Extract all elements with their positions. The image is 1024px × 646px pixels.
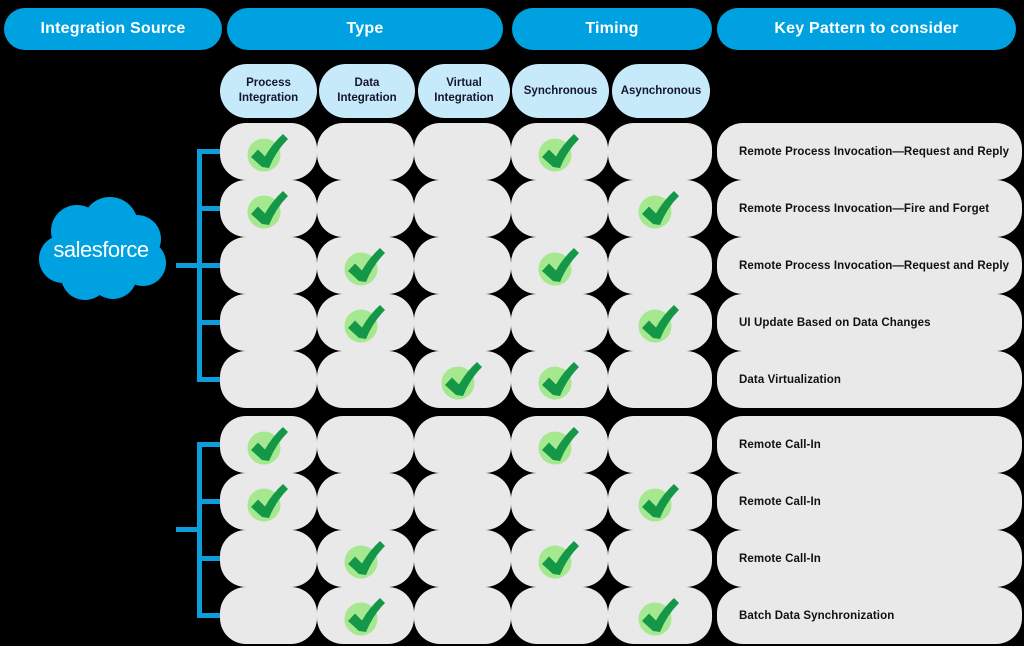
matrix-cell-data-integration	[317, 587, 414, 644]
matrix-cell-data-integration	[317, 237, 414, 294]
matrix-cell-synchronous	[511, 587, 608, 644]
matrix-cell-process-integration	[220, 351, 317, 408]
bracket-tick	[200, 499, 222, 504]
check-icon	[538, 133, 579, 171]
key-pattern-cell: Remote Call-In	[717, 530, 1022, 587]
subheader-asynchronous: Asynchronous	[612, 64, 710, 118]
key-pattern-cell: UI Update Based on Data Changes	[717, 294, 1022, 351]
header-integration-source: Integration Source	[4, 8, 222, 50]
key-pattern-cell: Remote Process Invocation—Fire and Forge…	[717, 180, 1022, 237]
matrix-cell-virtual-integration	[414, 294, 511, 351]
key-pattern-cell: Batch Data Synchronization	[717, 587, 1022, 644]
matrix-cell-virtual-integration	[414, 587, 511, 644]
matrix-cell-data-integration	[317, 416, 414, 473]
bracket-tick	[200, 377, 222, 382]
matrix-cell-process-integration	[220, 237, 317, 294]
check-icon	[538, 361, 579, 399]
check-icon	[247, 133, 288, 171]
bracket-tick	[200, 556, 222, 561]
check-icon	[344, 540, 385, 578]
check-icon	[538, 540, 579, 578]
check-icon	[344, 304, 385, 342]
matrix-cell-synchronous	[511, 530, 608, 587]
matrix-cell-asynchronous	[608, 473, 712, 530]
matrix-cell-synchronous	[511, 237, 608, 294]
matrix-cell-synchronous	[511, 294, 608, 351]
subheader-virtual-integration: Virtual Integration	[418, 64, 510, 118]
bracket-tick	[200, 442, 222, 447]
matrix-cell-synchronous	[511, 180, 608, 237]
matrix-cell-asynchronous	[608, 416, 712, 473]
header-type: Type	[227, 8, 503, 50]
matrix-cell-asynchronous	[608, 530, 712, 587]
matrix-cell-data-integration	[317, 294, 414, 351]
check-icon	[638, 190, 679, 228]
matrix-cell-process-integration	[220, 180, 317, 237]
check-icon	[247, 190, 288, 228]
key-pattern-cell: Remote Process Invocation—Request and Re…	[717, 123, 1022, 180]
matrix-cell-virtual-integration	[414, 180, 511, 237]
matrix-cell-virtual-integration	[414, 237, 511, 294]
matrix-cell-virtual-integration	[414, 416, 511, 473]
bracket-source-connector	[176, 527, 200, 532]
header-timing: Timing	[512, 8, 712, 50]
matrix-cell-process-integration	[220, 416, 317, 473]
matrix-cell-asynchronous	[608, 351, 712, 408]
matrix-cell-process-integration	[220, 294, 317, 351]
matrix-cell-asynchronous	[608, 123, 712, 180]
check-icon	[538, 426, 579, 464]
bracket-tick	[200, 320, 222, 325]
matrix-cell-virtual-integration	[414, 530, 511, 587]
matrix-cell-data-integration	[317, 351, 414, 408]
matrix-cell-virtual-integration	[414, 351, 511, 408]
check-icon	[538, 247, 579, 285]
matrix-cell-process-integration	[220, 473, 317, 530]
check-icon	[638, 597, 679, 635]
key-pattern-cell: Remote Call-In	[717, 416, 1022, 473]
matrix-cell-synchronous	[511, 351, 608, 408]
matrix-cell-data-integration	[317, 530, 414, 587]
key-pattern-cell: Remote Process Invocation—Request and Re…	[717, 237, 1022, 294]
check-icon	[344, 247, 385, 285]
bracket-tick	[200, 613, 222, 618]
matrix-cell-asynchronous	[608, 180, 712, 237]
matrix-cell-synchronous	[511, 473, 608, 530]
salesforce-logo-text: salesforce	[53, 237, 149, 262]
check-icon	[247, 483, 288, 521]
subheader-data-integration: Data Integration	[319, 64, 415, 118]
bracket-tick	[200, 149, 222, 154]
matrix-cell-synchronous	[511, 416, 608, 473]
check-icon	[247, 426, 288, 464]
matrix-cell-asynchronous	[608, 587, 712, 644]
matrix-cell-virtual-integration	[414, 123, 511, 180]
check-icon	[344, 597, 385, 635]
salesforce-logo: salesforce	[39, 197, 166, 300]
subheader-process-integration: Process Integration	[220, 64, 317, 118]
check-icon	[638, 304, 679, 342]
header-key-pattern: Key Pattern to consider	[717, 8, 1016, 50]
matrix-cell-process-integration	[220, 123, 317, 180]
matrix-cell-data-integration	[317, 180, 414, 237]
key-pattern-cell: Data Virtualization	[717, 351, 1022, 408]
matrix-cell-process-integration	[220, 587, 317, 644]
subheader-synchronous: Synchronous	[512, 64, 609, 118]
matrix-cell-process-integration	[220, 530, 317, 587]
check-icon	[441, 361, 482, 399]
matrix-cell-data-integration	[317, 473, 414, 530]
matrix-cell-asynchronous	[608, 294, 712, 351]
matrix-cell-synchronous	[511, 123, 608, 180]
check-icon	[638, 483, 679, 521]
matrix-cell-virtual-integration	[414, 473, 511, 530]
bracket-tick	[200, 206, 222, 211]
matrix-cell-data-integration	[317, 123, 414, 180]
matrix-cell-asynchronous	[608, 237, 712, 294]
bracket-source-connector	[176, 263, 222, 268]
key-pattern-cell: Remote Call-In	[717, 473, 1022, 530]
matrix-group-1: Remote Process Invocation—Request and Re…	[220, 123, 1022, 408]
cloud-icon	[39, 197, 166, 300]
